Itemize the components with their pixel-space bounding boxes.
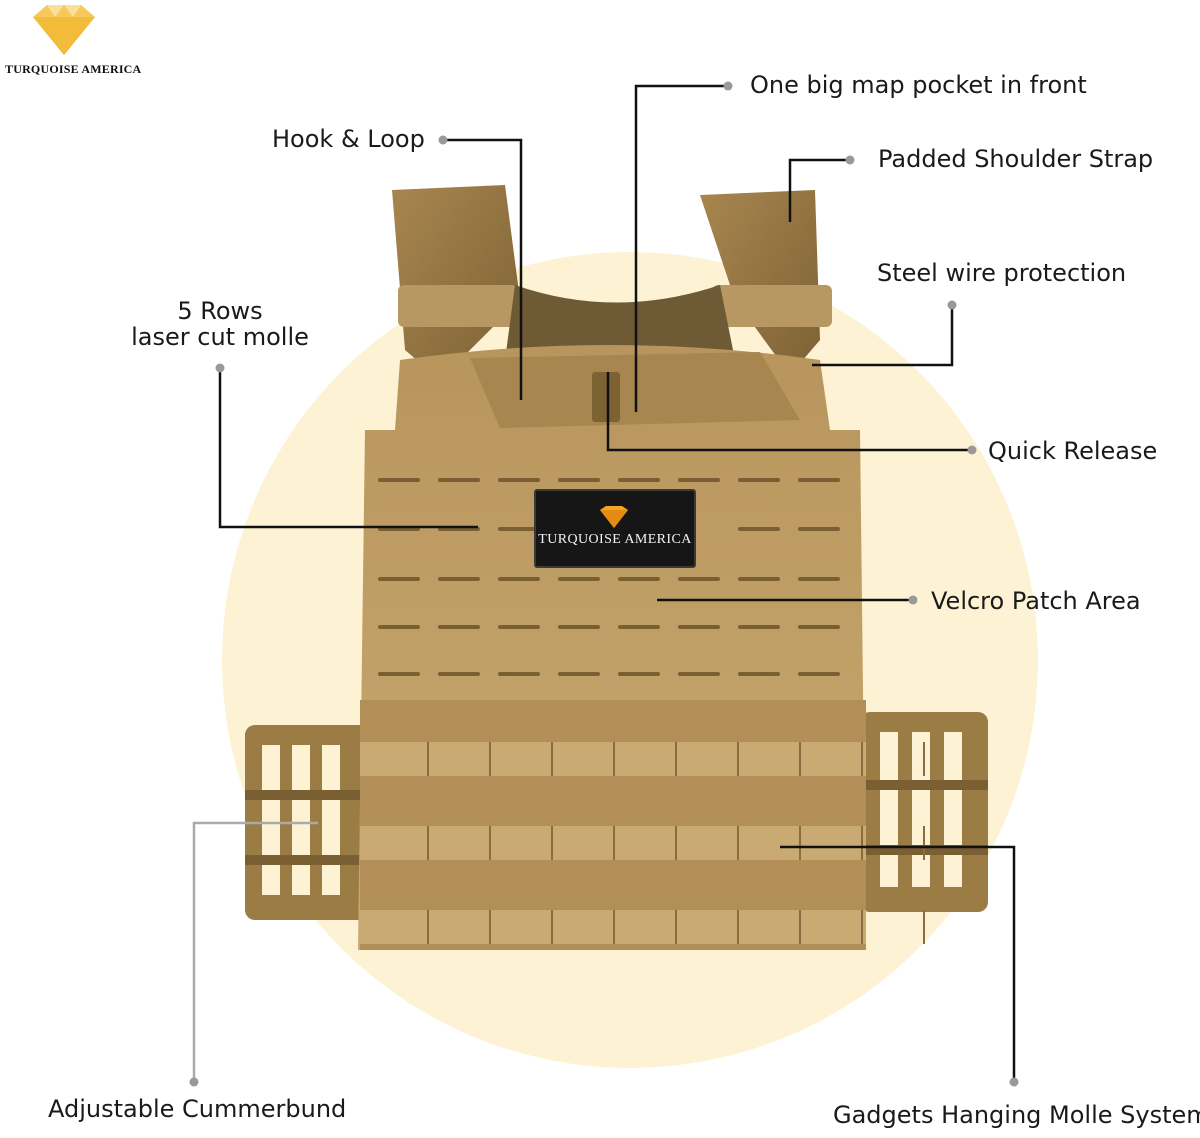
molle-slot	[618, 672, 660, 676]
molle-slot	[438, 478, 480, 482]
molle-slot	[738, 478, 780, 482]
label-steel-wire: Steel wire protection	[877, 259, 1127, 287]
dot-molle-rows	[215, 363, 225, 373]
molle-slot	[438, 625, 480, 629]
molle-slot	[498, 672, 540, 676]
molle-slot	[618, 478, 660, 482]
molle-slot	[558, 577, 600, 581]
molle-slot	[678, 625, 720, 629]
dot-quick-release	[967, 445, 977, 455]
brand-diamond-icon	[33, 5, 95, 55]
dot-hook-loop	[438, 135, 448, 145]
molle-slot	[558, 478, 600, 482]
molle-slot	[798, 672, 840, 676]
molle-slot	[498, 527, 540, 531]
leader-molle-system	[780, 845, 1016, 1082]
molle-slot	[498, 478, 540, 482]
molle-slot	[378, 625, 420, 629]
molle-slot	[438, 577, 480, 581]
molle-slot	[438, 672, 480, 676]
molle-slot	[498, 577, 540, 581]
molle-webbing-panel	[360, 700, 925, 950]
leader-shoulder-strap	[788, 158, 850, 222]
molle-slot	[558, 625, 600, 629]
dot-cummerbund	[189, 1077, 199, 1087]
label-hook-loop: Hook & Loop	[272, 125, 425, 153]
molle-slot	[498, 625, 540, 629]
patch-text: TURQUOISE AMERICA	[538, 532, 692, 547]
shoulder-strap-right	[700, 190, 832, 375]
molle-slot	[798, 577, 840, 581]
molle-slot	[678, 672, 720, 676]
dot-velcro-patch	[908, 595, 918, 605]
molle-slot	[678, 577, 720, 581]
molle-slot	[738, 527, 780, 531]
molle-slot	[798, 478, 840, 482]
label-cummerbund: Adjustable Cummerbund	[48, 1095, 347, 1123]
molle-slot	[798, 527, 840, 531]
molle-slot	[618, 625, 660, 629]
molle-slot	[378, 577, 420, 581]
dot-map-pocket	[723, 81, 733, 91]
molle-slot	[618, 577, 660, 581]
brand-name: TURQUOISE AMERICA	[5, 62, 142, 76]
dot-steel-wire	[947, 300, 957, 310]
leader-hook-loop	[443, 138, 523, 400]
leader-molle-rows	[218, 368, 478, 529]
molle-slot	[738, 672, 780, 676]
patch-diamond-icon	[600, 506, 628, 528]
molle-slot	[678, 478, 720, 482]
shoulder-strap-left	[392, 185, 520, 380]
label-molle-rows-line2: laser cut molle	[131, 323, 309, 351]
molle-slot	[798, 625, 840, 629]
molle-slot	[378, 478, 420, 482]
dot-shoulder-strap	[845, 155, 855, 165]
velcro-patch	[534, 489, 696, 568]
leader-cummerbund	[192, 821, 318, 1082]
label-quick-release: Quick Release	[988, 437, 1158, 465]
leader-steel-wire	[812, 305, 954, 367]
leader-map-pocket	[634, 84, 728, 412]
quick-release-buckle	[592, 372, 620, 422]
molle-slot	[378, 672, 420, 676]
label-molle-system: Gadgets Hanging Molle System	[833, 1101, 1200, 1129]
label-shoulder-strap: Padded Shoulder Strap	[878, 145, 1154, 173]
label-map-pocket: One big map pocket in front	[750, 71, 1087, 99]
molle-slot	[738, 577, 780, 581]
dot-molle-system	[1009, 1077, 1019, 1087]
label-velcro-patch: Velcro Patch Area	[931, 587, 1141, 615]
leader-quick-release	[606, 372, 972, 452]
molle-slot	[738, 625, 780, 629]
molle-slot	[558, 672, 600, 676]
label-molle-rows-line1: 5 Rows	[177, 297, 263, 325]
